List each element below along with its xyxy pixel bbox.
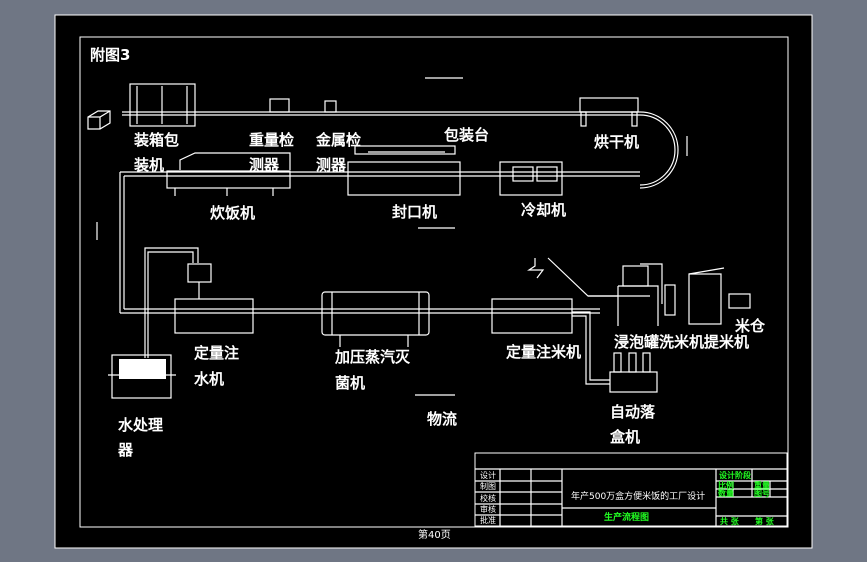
title-block [474,452,788,527]
metal-detector [324,100,337,113]
label-rice-bin: 米仓 [735,317,766,335]
role-drafting: 制图 [480,481,496,491]
packing-machine [87,83,196,130]
label-packing-2: 装机 [133,156,164,174]
flow-legend: 物流 [427,410,457,428]
label-rice-cooker: 炊饭机 [210,204,255,222]
soak-wash-lift-machines [588,263,751,326]
top-conveyor [119,111,679,314]
role-review: 审核 [480,504,496,514]
project-title: 年产500万盒方便米饭的工厂设计 [571,490,705,502]
label-metal-1: 金属检 [315,131,361,149]
sealing-machine [347,145,461,196]
label-sealer: 封口机 [392,203,437,221]
figure-label: 附图3 [90,46,130,64]
water-filling-machine [174,263,254,334]
label-sterilizer-2: 菌机 [335,374,365,392]
water-treatment-unit [108,247,199,399]
drawing-no-label: 图号 [754,489,770,498]
label-water-treatment-1: 水处理 [118,416,163,434]
sheets-total: 共 张 [720,516,740,526]
drawing-name: 生产流程图 [604,511,649,523]
scale-label: 比例 [718,480,734,490]
label-weight-2: 测器 [249,156,280,174]
design-stage: 设计阶段 [719,470,751,480]
label-tray-dropper-2: 盒机 [609,428,640,446]
label-rice-filler: 定量注米机 [506,343,581,361]
label-dryer: 烘干机 [594,133,639,151]
role-design: 设计 [480,470,496,480]
label-cooler: 冷却机 [521,201,566,219]
weight-checker [269,98,290,113]
role-approve: 批准 [480,515,496,525]
page-label: 第40页 [418,528,451,541]
sheet-number: 第 张 [755,516,775,526]
label-soak-wash-lift: 浸泡罐洗米机提米机 [614,333,749,351]
weight-label: 重量 [754,480,770,490]
label-water-filler-2: 水机 [194,370,224,388]
sheet-inner-border [79,36,789,528]
label-tray-dropper-1: 自动落 [610,403,656,421]
label-metal-2: 测器 [316,156,347,174]
cooling-machine [499,161,563,196]
label-weight-1: 重量检 [249,131,294,149]
label-sterilizer-1: 加压蒸汽灭 [334,348,411,366]
label-packing-1: 装箱包 [133,131,179,149]
tray-dropping-machine [572,311,658,393]
rice-cooker [166,152,291,196]
label-water-filler-1: 定量注 [194,344,239,362]
role-check: 校核 [480,493,496,503]
flow-arrows [96,77,688,396]
steam-sterilizer [321,291,430,347]
label-water-treatment-2: 器 [117,441,134,459]
quantity-label: 数量 [718,488,734,498]
label-packing-table: 包装台 [444,126,489,144]
dryer [579,97,639,127]
